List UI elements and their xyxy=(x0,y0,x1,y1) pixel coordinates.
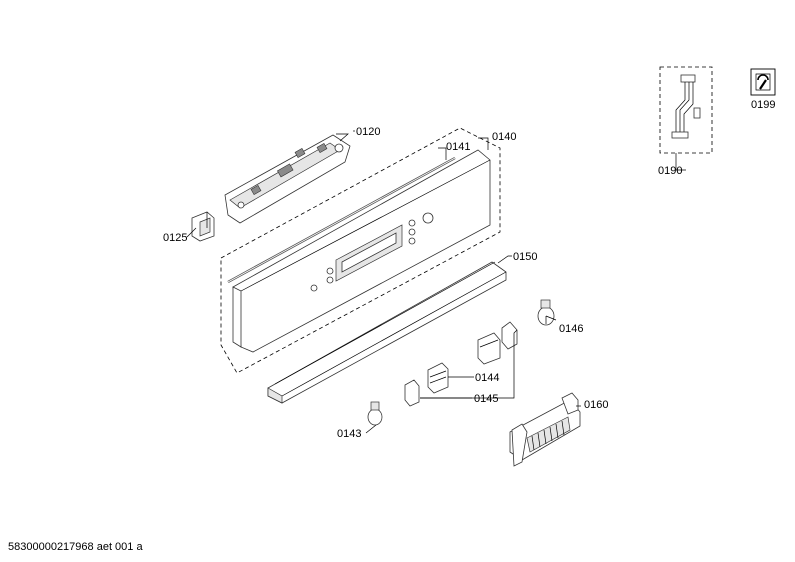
label-0145: 0145 xyxy=(474,393,498,405)
label-0125: 0125 xyxy=(163,232,187,244)
label-0120: 0120 xyxy=(356,126,380,138)
wiring-harness xyxy=(671,74,701,139)
small-knob xyxy=(367,401,383,426)
document-id: 58300000217968 aet 001 a xyxy=(8,541,143,553)
control-panel-fascia xyxy=(232,149,491,353)
push-buttons-lower xyxy=(404,362,449,407)
label-0146: 0146 xyxy=(559,323,583,335)
group-0190-outline xyxy=(659,66,713,154)
rotary-knob xyxy=(537,299,555,326)
label-0140: 0140 xyxy=(492,131,516,143)
label-0141: 0141 xyxy=(446,141,470,153)
trim-strip xyxy=(227,156,456,284)
handle-strip xyxy=(267,261,507,404)
button-frame xyxy=(509,392,581,467)
label-0160: 0160 xyxy=(584,399,608,411)
label-0190: 0190 xyxy=(658,165,682,177)
label-0143: 0143 xyxy=(337,428,361,440)
label-0144: 0144 xyxy=(475,372,499,384)
holder-clip xyxy=(191,211,215,242)
label-0150: 0150 xyxy=(513,251,537,263)
label-0199: 0199 xyxy=(751,99,775,111)
push-buttons-upper xyxy=(477,321,518,365)
group-0140-outline xyxy=(220,127,501,374)
electronic-module xyxy=(224,134,351,224)
service-documentation-icon xyxy=(750,68,776,96)
